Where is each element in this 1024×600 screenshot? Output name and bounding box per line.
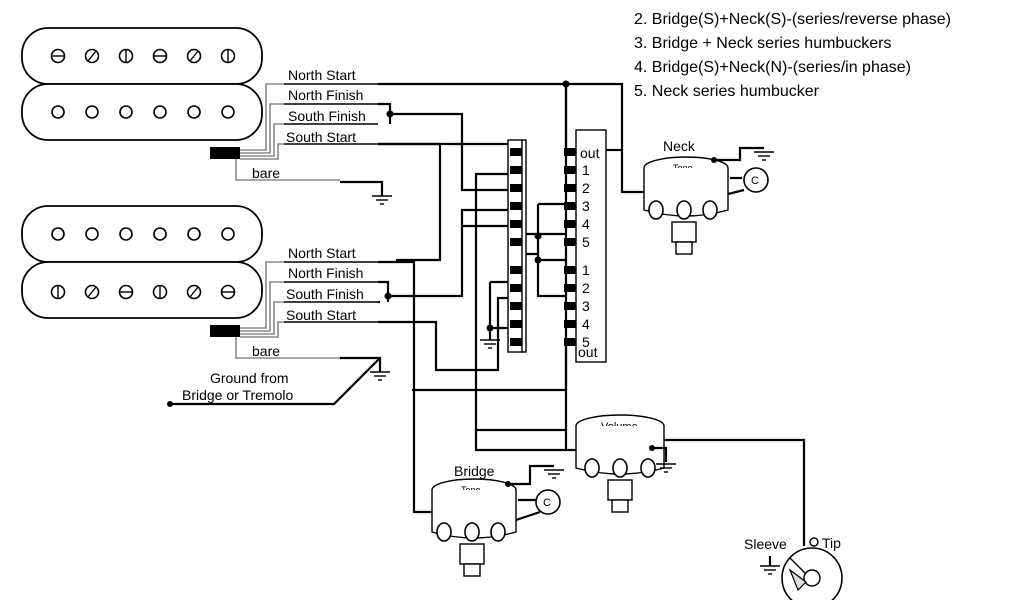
bridge-wire-label: South Start	[286, 307, 356, 323]
ground-icon	[754, 151, 774, 161]
neck-humbucker: North Start North Finish South Finish So…	[21, 27, 392, 205]
bridge-wire-label: North Start	[288, 245, 356, 261]
switch-lugs	[510, 148, 576, 346]
neck-cable	[210, 147, 240, 159]
neck-wire-label: North Finish	[288, 87, 363, 103]
switch-label: 1	[582, 262, 590, 278]
legend-item: 2. Bridge(S)+Neck(S)-(series/reverse pha…	[634, 11, 951, 28]
legend: 2. Bridge(S)+Neck(S)-(series/reverse pha…	[634, 11, 951, 100]
neck-coil-bottom	[21, 83, 263, 141]
jack-tip-label: Tip	[822, 535, 841, 551]
bridge-wire-label: South Finish	[286, 286, 364, 302]
legend-item: 5. Neck series humbucker	[634, 83, 820, 100]
output-jack: Sleeve Tip	[744, 535, 843, 600]
bridge-coil-bottom	[21, 261, 263, 319]
bridge-pole-pieces-top	[51, 227, 235, 241]
legend-item: 4. Bridge(S)+Neck(N)-(series/in phase)	[634, 59, 911, 76]
neck-bare-label: bare	[252, 165, 280, 181]
neck-pole-pieces-top	[50, 48, 236, 64]
wiring	[378, 80, 660, 514]
switch-right-bank	[575, 129, 607, 363]
ground-note: Ground from	[210, 370, 289, 386]
legend-item: 3. Bridge + Neck series humbuckers	[634, 35, 891, 52]
ground-note: Bridge or Tremolo	[182, 387, 293, 403]
neck-wire-label: South Finish	[288, 108, 366, 124]
capacitor-icon	[535, 489, 561, 515]
neck-wire-label: North Start	[288, 67, 356, 83]
switch-label: 4	[582, 216, 590, 232]
capacitor-icon	[743, 167, 769, 193]
bridge-cable	[210, 325, 240, 337]
switch-label: 5	[582, 334, 590, 350]
neck-cap-label: C	[751, 175, 759, 187]
switch-label: 3	[582, 298, 590, 314]
ground-icon	[760, 565, 780, 575]
ground-icon	[372, 195, 392, 205]
bridge-wire-label: North Finish	[288, 265, 363, 281]
switch-label: 3	[582, 198, 590, 214]
switch-label: 2	[582, 180, 590, 196]
neck-wire-label: South Start	[286, 129, 356, 145]
switch-label: 4	[582, 316, 590, 332]
switch-label: out	[580, 145, 600, 161]
neck-tone-pot: Neck Tone C	[643, 138, 774, 255]
bridge-humbucker: North Start North Finish South Finish So…	[21, 205, 390, 381]
five-way-switch: out 1 2 3 4 5 1 2 3 4 5 out	[507, 129, 607, 363]
jack-sleeve-label: Sleeve	[744, 536, 787, 552]
bridge-tone-pot: Bridge Tone C	[431, 463, 564, 577]
neck-pole-pieces-bottom	[51, 105, 235, 119]
bridge-pot-title: Bridge	[454, 463, 495, 479]
ground-icon	[656, 463, 676, 473]
volume-pot: Volume	[575, 414, 806, 546]
ground-icon	[370, 371, 390, 381]
switch-label: out	[578, 344, 598, 360]
switch-label: 1	[582, 162, 590, 178]
bridge-bare-label: bare	[252, 343, 280, 359]
neck-pot-title: Neck	[663, 138, 696, 154]
ground-icon	[544, 469, 564, 479]
switch-label: 5	[582, 234, 590, 250]
switch-label: 2	[582, 280, 590, 296]
bridge-cap-label: C	[543, 497, 551, 509]
bridge-pole-pieces-bottom	[50, 284, 236, 300]
ground-icon	[480, 339, 500, 349]
